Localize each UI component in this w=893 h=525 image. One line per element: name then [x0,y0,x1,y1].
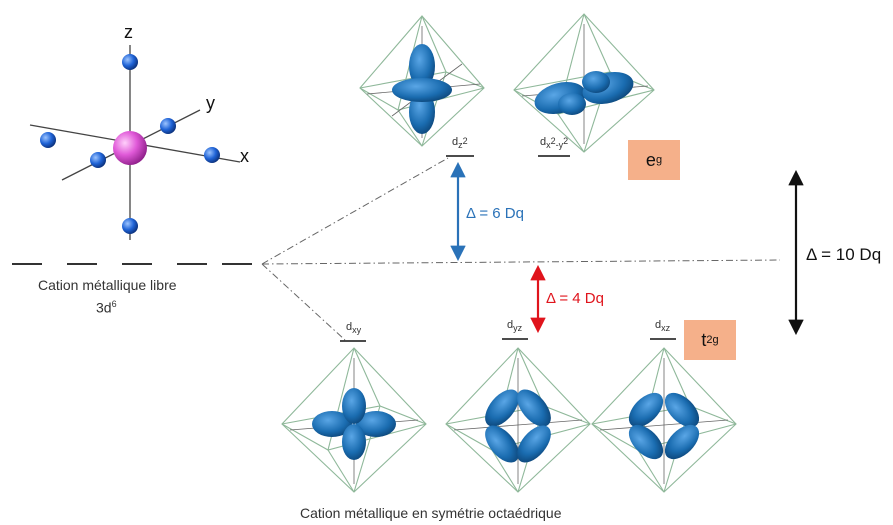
orbital-label-dyz: dyz [507,319,523,334]
ligand-sphere [204,147,220,163]
correlation-lines [261,157,781,341]
orbital-label-dz2: dz2 [452,136,468,151]
axis-label-y: y [206,93,215,113]
ligand-sphere [122,54,138,70]
ligand-sphere [90,152,106,168]
free-ion-model [29,45,241,240]
orbital-label-dxy: dxy [346,321,362,336]
axis-label-x: x [240,146,249,166]
orbital-label-dxz: dxz [655,319,671,334]
orbital-label-dx2-y2: dx2-y2 [540,136,569,151]
ligand-sphere [122,218,138,234]
orbital-dxy [281,347,427,493]
octahedral-caption: Cation métallique en symétrie octaédriqu… [300,505,562,521]
ligand-sphere [160,118,176,134]
orbital-dx2-y2 [513,13,655,153]
delta-10dq-label: Δ = 10 Dq [806,245,882,264]
delta-4dq-label: Δ = 4 Dq [546,290,604,307]
orbital-dxz [591,347,737,493]
orbital-dyz [445,347,591,493]
delta-6dq-label: Δ = 6 Dq [466,205,524,222]
metal-cation-sphere [113,131,147,165]
orbital-dz2 [359,15,485,147]
free-ion-caption: Cation métallique libre [38,277,177,293]
ligand-sphere [40,132,56,148]
axis-label-z: z [124,22,133,42]
free-ion-configuration: 3d6 [96,299,117,316]
